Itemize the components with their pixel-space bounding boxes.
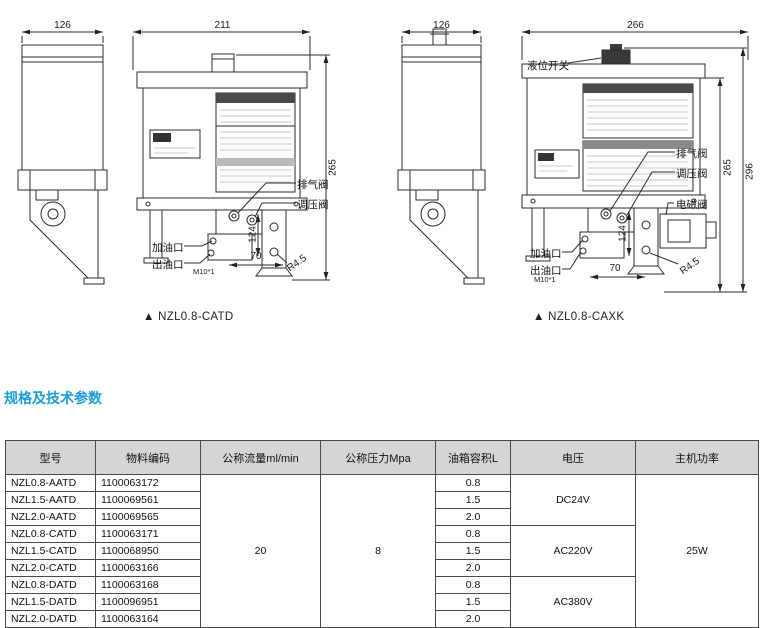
label-catd-exhaust-valve: 排气阀 (297, 179, 329, 191)
dim-caxk-front-width: 266 (627, 20, 644, 31)
cell-model: NZL2.0-AATD (5, 508, 96, 526)
header-power: 主机功率 (635, 440, 759, 475)
thread-caxk-spec: M10*1 (534, 275, 556, 284)
cell-tank-capacity: 0.8 (435, 525, 511, 543)
table-row: NZL2.0-AATD 1100069565 2.0 (5, 508, 759, 526)
label-caxk-pressure-valve: 调压阀 (676, 168, 708, 180)
dim-catd-side-width: 126 (54, 20, 71, 31)
cell-material-code: 1100063164 (95, 610, 201, 628)
section-title: 规格及技术参数 (4, 390, 102, 406)
cell-material-code: 1100063171 (95, 525, 201, 543)
cell-tank-capacity: 2.0 (435, 610, 511, 628)
header-tank: 油箱容积L (435, 440, 511, 475)
cell-tank-capacity: 1.5 (435, 593, 511, 611)
table-row: NZL1.5-DATD 1100096951 1.5 (5, 593, 759, 611)
dim-caxk-port-span: 70 (609, 263, 621, 274)
cell-tank-capacity: 1.5 (435, 542, 511, 560)
spec-table: 型号 物料编码 公称流量ml/min 公称压力Mpa 油箱容积L 电压 主机功率… (5, 440, 759, 628)
drawings-line-art (17, 28, 749, 293)
merged-cell-power: 25W (635, 474, 759, 628)
cell-material-code: 1100063168 (95, 576, 201, 594)
header-code: 物料编码 (95, 440, 201, 475)
dim-catd-bracket: 124 (247, 226, 259, 243)
label-caxk-exhaust-valve: 排气阀 (676, 148, 708, 160)
label-caxk-solenoid-valve: 电磁阀 (676, 199, 708, 211)
dim-catd-port-span: 70 (250, 251, 262, 262)
cell-model: NZL0.8-DATD (5, 576, 96, 594)
header-model: 型号 (5, 440, 96, 475)
merged-cell-voltage-ac220v: AC220V (510, 525, 636, 577)
dim-caxk-total-height: 296 (744, 163, 756, 180)
cell-tank-capacity: 1.5 (435, 491, 511, 509)
spec-table-wrapper: 型号 物料编码 公称流量ml/min 公称压力Mpa 油箱容积L 电压 主机功率… (5, 440, 759, 628)
cell-material-code: 1100063172 (95, 474, 201, 492)
cell-material-code: 1100069561 (95, 491, 201, 509)
pump-catd-drawing (17, 29, 330, 285)
label-caxk-fill-port: 加油口 (530, 248, 562, 260)
cell-tank-capacity: 2.0 (435, 559, 511, 577)
drawings-section: 126 211 265 排气阀 调压阀 加油口 出油口 M10*1 70 124… (17, 20, 756, 323)
cell-tank-capacity: 0.8 (435, 576, 511, 594)
merged-cell-flow: 20 (200, 474, 321, 628)
cell-tank-capacity: 2.0 (435, 508, 511, 526)
dim-caxk-height: 265 (722, 159, 734, 176)
caption-caxk: ▲ NZL0.8-CAXK (533, 311, 625, 323)
table-row: NZL2.0-DATD 1100063164 2.0 (5, 610, 759, 628)
table-row: NZL2.0-CATD 1100063166 2.0 (5, 559, 759, 577)
cell-model: NZL0.8-CATD (5, 525, 96, 543)
label-catd-outlet-port: 出油口 (152, 259, 184, 271)
pump-caxk-drawing (397, 28, 749, 293)
dim-caxk-bracket: 124 (617, 225, 629, 242)
dim-catd-height: 265 (327, 159, 339, 176)
label-catd-pressure-valve: 调压阀 (297, 199, 329, 211)
thread-catd-spec: M10*1 (193, 267, 215, 276)
cell-material-code: 1100069565 (95, 508, 201, 526)
label-caxk-level-switch: 液位开关 (527, 60, 569, 72)
dim-caxk-side-width: 126 (433, 20, 450, 31)
cell-tank-capacity: 0.8 (435, 474, 511, 492)
table-row: NZL0.8-AATD 1100063172 20 8 0.8 DC24V 25… (5, 474, 759, 628)
cell-model: NZL2.0-CATD (5, 559, 96, 577)
cell-model: NZL1.5-DATD (5, 593, 96, 611)
header-pressure: 公称压力Mpa (320, 440, 436, 475)
cell-model: NZL1.5-AATD (5, 491, 96, 509)
merged-cell-voltage-ac380v: AC380V (510, 576, 636, 628)
table-row: NZL0.8-CATD 1100063171 0.8 AC220V (5, 525, 759, 577)
cell-model: NZL0.8-AATD (5, 474, 96, 492)
cell-material-code: 1100096951 (95, 593, 201, 611)
merged-cell-pressure: 8 (320, 474, 436, 628)
label-catd-fill-port: 加油口 (152, 242, 184, 254)
dim-catd-front-width: 211 (214, 20, 231, 31)
table-header-row: 型号 物料编码 公称流量ml/min 公称压力Mpa 油箱容积L 电压 主机功率 (5, 440, 759, 475)
merged-cell-voltage-dc24v: DC24V (510, 474, 636, 526)
table-row: NZL1.5-AATD 1100069561 1.5 (5, 491, 759, 509)
caption-catd: ▲ NZL0.8-CATD (143, 311, 234, 323)
table-row: NZL1.5-CATD 1100068950 1.5 (5, 542, 759, 560)
header-voltage: 电压 (510, 440, 636, 475)
cell-material-code: 1100068950 (95, 542, 201, 560)
cell-model: NZL1.5-CATD (5, 542, 96, 560)
cell-material-code: 1100063166 (95, 559, 201, 577)
cell-model: NZL2.0-DATD (5, 610, 96, 628)
header-flow: 公称流量ml/min (200, 440, 321, 475)
label-caxk-outlet-port: 出油口 (530, 265, 562, 277)
